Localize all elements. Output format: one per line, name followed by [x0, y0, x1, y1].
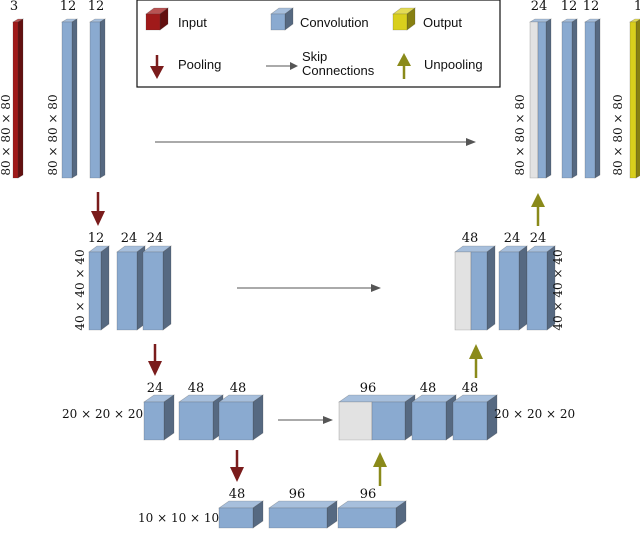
- input-legend-icon: [145, 7, 169, 31]
- encoder2-conv1-block: [88, 245, 110, 331]
- legend-skip-label-line1: Skip: [302, 49, 327, 64]
- bottleneck-conv1-channels-label: 48: [229, 487, 246, 502]
- bottleneck-conv2-channels-label: 96: [289, 487, 306, 502]
- unpooling-arrow-level1: [531, 193, 545, 226]
- decoder3-concat-channels-label: 96: [360, 381, 377, 396]
- input-block: [11, 18, 25, 179]
- legend-convolution-label: Convolution: [300, 15, 369, 30]
- legend-input-label: Input: [178, 15, 207, 30]
- pooling-arrow-level2: [148, 344, 162, 376]
- decoder2-dimension-label: 40 × 40 × 40: [551, 249, 565, 330]
- output-channels-label: 1: [634, 0, 640, 14]
- legend-pooling-label: Pooling: [178, 57, 221, 72]
- unpooling-arrow-icon: [397, 53, 411, 79]
- convolution-legend-icon: [270, 7, 294, 31]
- decoder1-conv1-channels-label: 12: [561, 0, 578, 14]
- decoder1-conv1-block: [560, 18, 579, 179]
- bottleneck-dimension-label: 10 × 10 × 10: [138, 511, 219, 525]
- bottleneck-conv1-block: [218, 500, 264, 529]
- decoder3-conv1-channels-label: 48: [420, 381, 437, 396]
- decoder3-concat-block: [338, 394, 416, 441]
- legend-unpooling-label: Unpooling: [424, 57, 483, 72]
- encoder3-conv2-channels-label: 48: [188, 381, 205, 396]
- encoder3-conv3-block: [218, 394, 264, 441]
- skip-connection-arrow-icon: [266, 62, 298, 70]
- decoder2-conv1-block: [498, 245, 528, 331]
- decoder2-concat-channels-label: 48: [462, 231, 479, 246]
- input-dimension-label: 80 × 80 × 80: [0, 94, 13, 175]
- legend-box: [136, 0, 501, 88]
- decoder3-dimension-label: 20 × 20 × 20: [494, 407, 575, 421]
- unpooling-arrow-level2: [469, 344, 483, 378]
- encoder2-conv2-channels-label: 24: [121, 231, 138, 246]
- decoder3-conv2-channels-label: 48: [462, 381, 479, 396]
- bottleneck-conv3-block: [337, 500, 407, 529]
- bottleneck-conv3-channels-label: 96: [360, 487, 377, 502]
- encoder1-conv1-channels-label: 12: [60, 0, 77, 14]
- encoder2-conv2-block: [116, 245, 146, 331]
- output-dimension-label: 80 × 80 × 80: [611, 94, 625, 175]
- pooling-arrow-level3: [230, 450, 244, 482]
- decoder2-conv2-channels-label: 24: [530, 231, 547, 246]
- decoder3-conv1-block: [411, 394, 457, 441]
- encoder3-conv1-block: [143, 394, 175, 441]
- encoder2-dimension-label: 40 × 40 × 40: [73, 249, 87, 330]
- input-channels-label: 3: [10, 0, 18, 14]
- encoder1-dimension-label: 80 × 80 × 80: [46, 94, 60, 175]
- decoder1-dimension-label: 80 × 80 × 80: [513, 94, 527, 175]
- unpooling-arrow-level3: [373, 452, 387, 486]
- pooling-arrow-level1: [91, 192, 105, 226]
- decoder1-concat-channels-label: 24: [531, 0, 548, 14]
- decoder1-conv2-block: [583, 18, 602, 179]
- encoder2-conv1-channels-label: 12: [88, 231, 105, 246]
- encoder2-conv3-block: [142, 245, 172, 331]
- legend-skip-label-line2: Connections: [302, 63, 375, 78]
- decoder3-conv2-block: [452, 394, 498, 441]
- encoder1-conv1-block: [60, 18, 79, 179]
- output-legend-icon: [392, 7, 416, 31]
- bottleneck-conv2-block: [268, 500, 338, 529]
- legend: Input Convolution Output Pooling Skip Co…: [136, 0, 501, 88]
- pooling-arrow-icon: [150, 55, 164, 79]
- decoder2-conv1-channels-label: 24: [504, 231, 521, 246]
- decoder2-conv2-block: [526, 245, 556, 331]
- legend-output-label: Output: [423, 15, 462, 30]
- encoder2-conv3-channels-label: 24: [147, 231, 164, 246]
- encoder1-conv2-block: [88, 18, 107, 179]
- decoder2-concat-block: [454, 245, 496, 331]
- decoder1-concat-block: [528, 18, 553, 179]
- output-block: [628, 18, 640, 179]
- encoder3-dimension-label: 20 × 20 × 20: [62, 407, 143, 421]
- decoder1-conv2-channels-label: 12: [583, 0, 600, 14]
- encoder3-conv2-block: [178, 394, 224, 441]
- encoder1-conv2-channels-label: 12: [88, 0, 105, 14]
- encoder3-conv1-channels-label: 24: [147, 381, 164, 396]
- encoder3-conv3-channels-label: 48: [230, 381, 247, 396]
